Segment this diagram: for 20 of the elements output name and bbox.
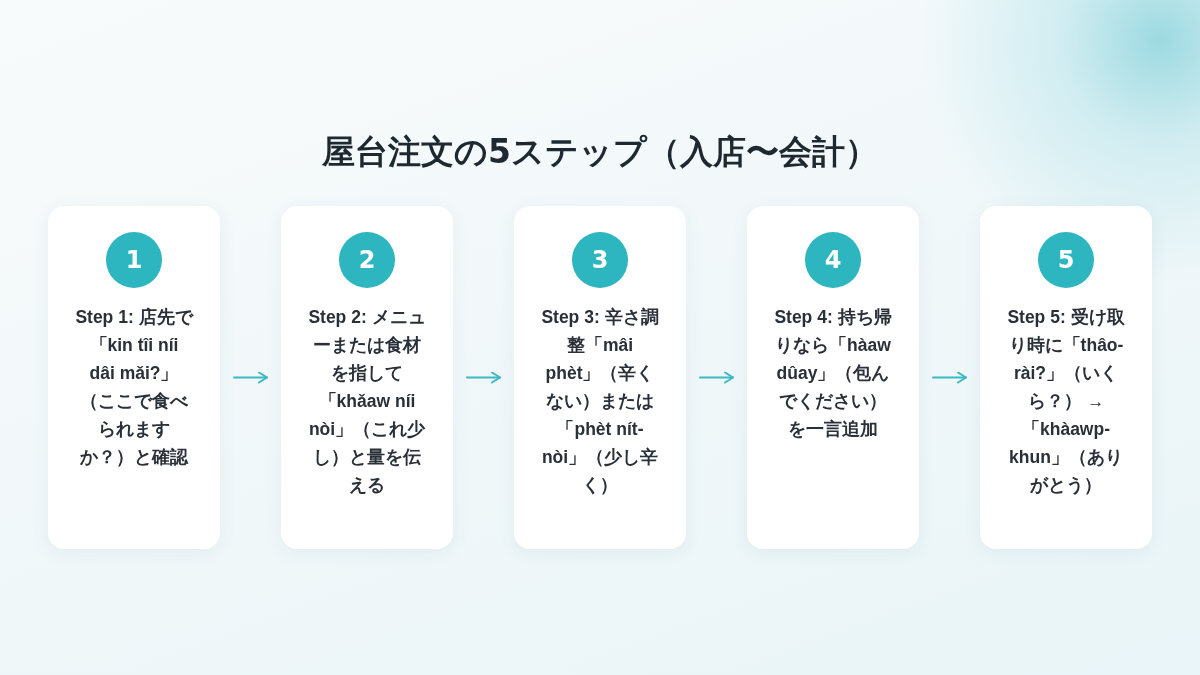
title: 屋台注文の5ステップ（入店〜会計） bbox=[322, 131, 878, 173]
step-card bbox=[281, 206, 453, 549]
step-number-circle: 3 bbox=[572, 232, 628, 288]
arrow bbox=[233, 371, 268, 384]
arrow bbox=[466, 371, 501, 384]
step-text: Step 5: 受け取り時に「thâo-rài?」（いくら？） → 「khàawp-khun」（ありがとう） bbox=[1007, 306, 1125, 497]
step-number-circle: 4 bbox=[805, 232, 861, 288]
step-text: Step 1: 店先で「kin tîi níi dâi mǎi?」（ここで食べられますか？）と確認 bbox=[75, 306, 193, 469]
step-text: Step 4: 持ち帰りなら「hàaw dûay」（包んでください）を一言追加 bbox=[774, 306, 892, 441]
step-number-circle: 1 bbox=[106, 232, 162, 288]
arrow bbox=[932, 371, 967, 384]
step-number-circle: 5 bbox=[1038, 232, 1094, 288]
arrow bbox=[699, 371, 734, 384]
step-card bbox=[747, 206, 919, 549]
step-card bbox=[514, 206, 686, 549]
step-card bbox=[980, 206, 1152, 549]
step-card bbox=[48, 206, 220, 549]
step-text: Step 3: 辛さ調整「mâi phèt」（辛くない）または「phèt nít-nòi」（少し辛く） bbox=[541, 306, 659, 497]
step-number-circle: 2 bbox=[339, 232, 395, 288]
step-text: Step 2: メニューまたは食材を指して「khǎaw níi nòi」（これ少し）と量を伝える bbox=[308, 306, 426, 497]
